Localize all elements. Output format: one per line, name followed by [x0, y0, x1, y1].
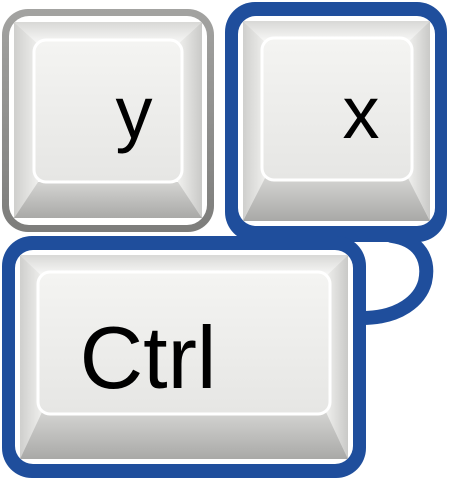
y-key[interactable]: y [2, 9, 214, 232]
x-key[interactable]: x [225, 2, 447, 242]
x-key-label: x [343, 71, 380, 154]
ctrl-key[interactable]: Ctrl [2, 236, 366, 478]
x-key-face [260, 36, 414, 182]
y-key-label: y [116, 71, 153, 154]
ctrl-key-label: Ctrl [80, 308, 217, 407]
ctrl-key-face [36, 270, 332, 416]
y-key-face [32, 38, 184, 184]
selection-connector [355, 229, 434, 325]
